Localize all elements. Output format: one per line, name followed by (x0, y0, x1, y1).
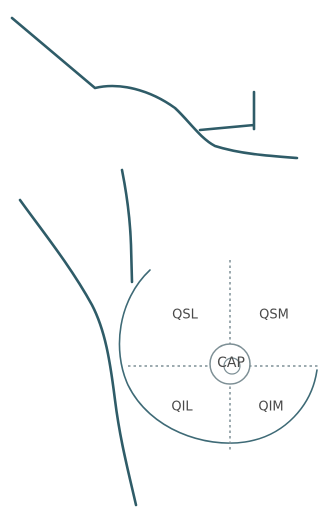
body-contour (20, 200, 136, 505)
shoulder-outline (12, 18, 297, 158)
label-upper-left: QSL (172, 308, 198, 323)
label-center: CAP (217, 355, 245, 371)
arm-inner-line (122, 170, 132, 282)
label-lower-left: QIL (171, 400, 193, 415)
bracket-mark (200, 92, 254, 130)
label-lower-right: QIM (258, 400, 283, 415)
label-upper-right: QSM (259, 308, 289, 323)
